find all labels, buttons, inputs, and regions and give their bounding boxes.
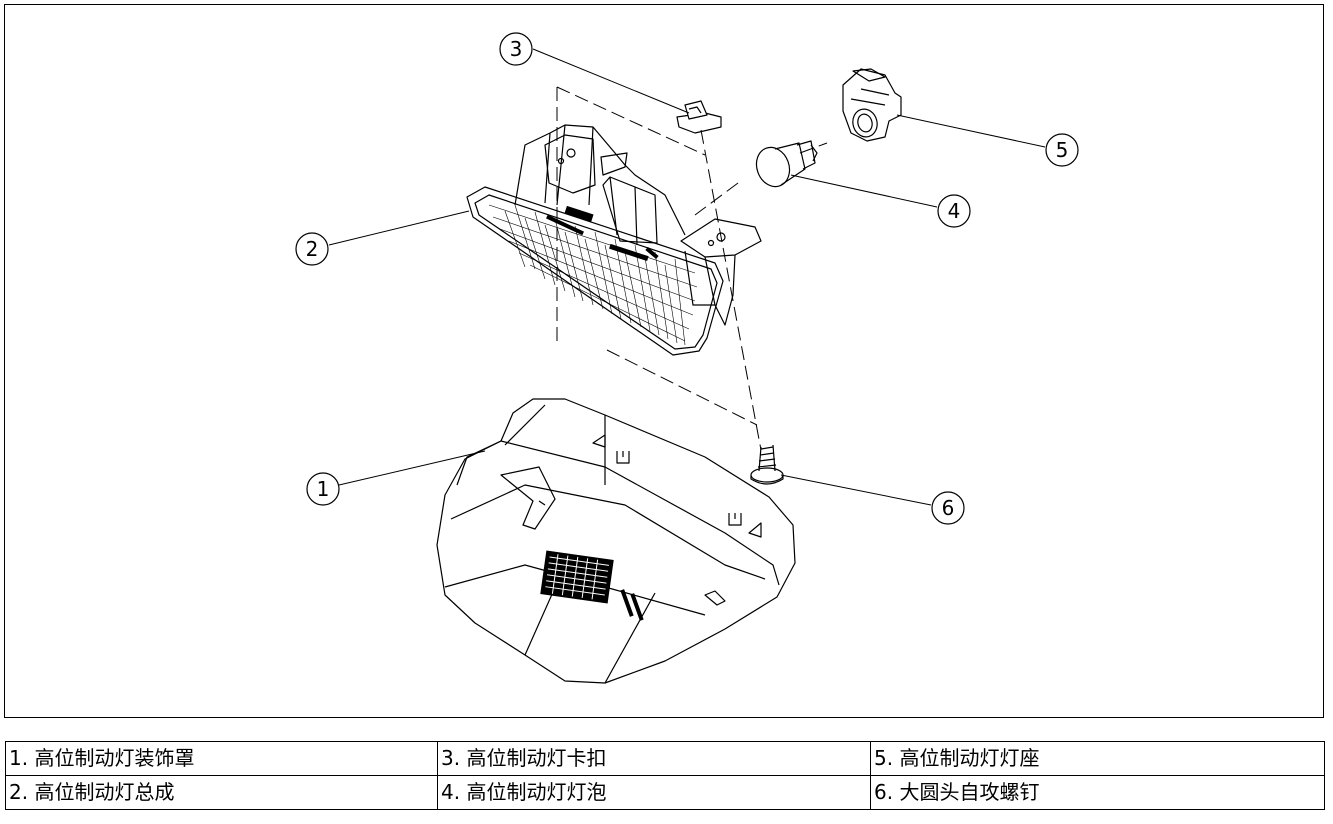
parts-legend-table: 1. 高位制动灯装饰罩 3. 高位制动灯卡扣 5. 高位制动灯灯座 2. 高位制… (5, 741, 1325, 810)
parts-cell: 5. 高位制动灯灯座 (870, 741, 1325, 776)
callout-2: 2 (295, 232, 329, 266)
callout-4-number: 4 (948, 199, 961, 223)
brake-light-assembly-drawing (466, 124, 762, 356)
parts-cell: 3. 高位制动灯卡扣 (437, 741, 871, 776)
callout-6: 6 (931, 491, 965, 525)
callout-3: 3 (499, 32, 533, 66)
parts-cell: 4. 高位制动灯灯泡 (437, 775, 871, 810)
table-row: 1. 高位制动灯装饰罩 3. 高位制动灯卡扣 5. 高位制动灯灯座 (5, 741, 1325, 776)
callout-3-number: 3 (510, 37, 523, 61)
parts-cell: 1. 高位制动灯装饰罩 (5, 741, 438, 776)
callout-1: 1 (306, 472, 340, 506)
cover-drawing (436, 398, 796, 684)
exploded-diagram: 1 2 3 4 5 6 (4, 4, 1324, 718)
callout-5: 5 (1045, 133, 1079, 167)
callout-6-number: 6 (942, 496, 955, 520)
leader-lines (328, 48, 1046, 506)
screw-drawing (750, 444, 784, 485)
callout-4: 4 (937, 194, 971, 228)
bulb-drawing (755, 140, 818, 188)
socket-drawing (842, 68, 902, 142)
callout-2-number: 2 (306, 237, 319, 261)
callout-5-number: 5 (1056, 138, 1069, 162)
parts-cell: 2. 高位制动灯总成 (5, 775, 438, 810)
clip-drawing (676, 100, 722, 134)
callout-1-number: 1 (317, 477, 330, 501)
assembly-lines (556, 86, 828, 451)
parts-cell: 6. 大圆头自攻螺钉 (870, 775, 1325, 810)
table-row: 2. 高位制动灯总成 4. 高位制动灯灯泡 6. 大圆头自攻螺钉 (5, 775, 1325, 810)
